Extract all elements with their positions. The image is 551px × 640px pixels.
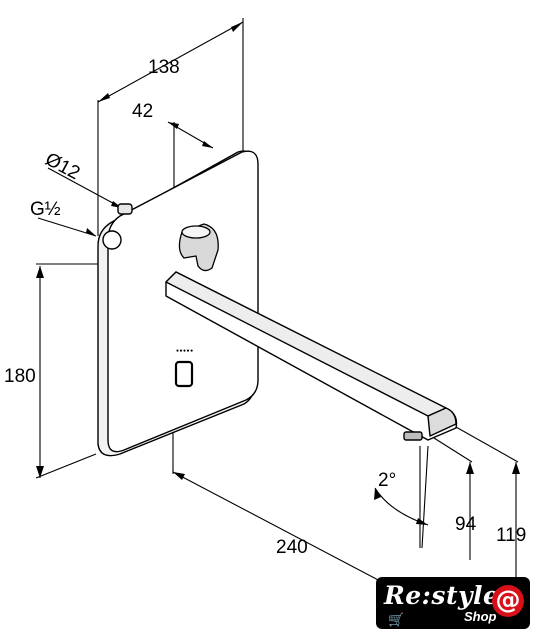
arrowhead <box>416 518 428 525</box>
dim-119: 119 <box>496 525 526 546</box>
arrowhead <box>98 93 110 102</box>
cart-icon: 🛒 <box>388 613 405 628</box>
inlet-pipe <box>102 230 122 250</box>
dim-diameter: Ø12 <box>42 149 84 184</box>
arrowhead <box>86 228 96 236</box>
aerator <box>403 431 423 441</box>
arrowhead <box>231 22 243 32</box>
logo-sub: Shop <box>464 609 497 624</box>
plate-marking: ●●●●● <box>176 348 194 354</box>
dimension-line-138 <box>97 21 244 103</box>
dim-angle: 2° <box>378 470 396 491</box>
leader-diameter <box>47 167 123 209</box>
restyle-shop-logo: Re:style @ Shop 🛒 <box>376 577 530 629</box>
arrowhead <box>512 462 520 474</box>
dim-42: 42 <box>132 101 153 122</box>
arrowhead <box>466 462 474 474</box>
spout-end <box>427 407 457 437</box>
extension-line <box>433 437 473 463</box>
logo-at-sign: @ <box>492 585 524 617</box>
extension-line <box>35 453 97 479</box>
angle-line <box>421 445 429 549</box>
arrowhead <box>36 466 44 478</box>
dim-94: 94 <box>455 514 477 535</box>
sensor-window <box>174 360 194 388</box>
dim-240: 240 <box>276 537 308 558</box>
dim-138: 138 <box>148 57 180 78</box>
dim-180: 180 <box>4 366 36 387</box>
logo-brand: Re:style <box>384 581 500 610</box>
arrowhead <box>374 488 381 500</box>
arrowhead <box>202 141 213 148</box>
arrowhead <box>168 122 179 129</box>
inlet-nut <box>117 203 133 215</box>
arrowhead <box>36 266 44 278</box>
lever-top <box>181 225 211 239</box>
dim-thread: G½ <box>30 199 61 220</box>
arrowhead <box>173 472 185 480</box>
